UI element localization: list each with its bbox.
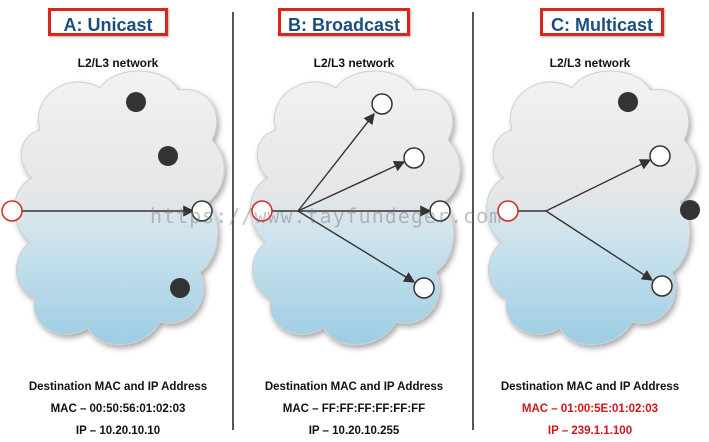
receiver-node [651, 275, 673, 297]
panel-broadcast: B: Broadcast L2/L3 network Destination M… [236, 0, 472, 437]
destination-info: Destination MAC and IP Address MAC – FF:… [236, 376, 472, 442]
panel-multicast: C: Multicast L2/L3 network Destination M… [472, 0, 708, 437]
receiver-node [649, 145, 671, 167]
destination-heading: Destination MAC and IP Address [264, 381, 444, 393]
receiver-node [429, 200, 451, 222]
watermark: https://www.tayfundeger.com [150, 204, 503, 228]
source-node [497, 200, 519, 222]
multicast-arrow [545, 210, 654, 281]
destination-info: Destination MAC and IP Address MAC – 01:… [472, 376, 708, 442]
ip-address: IP – 10.20.10.255 [308, 425, 400, 437]
ip-address: IP – 10.20.10.10 [75, 425, 161, 437]
panel-unicast: A: Unicast L2/L3 network Destination MAC… [0, 0, 236, 437]
idle-node [170, 278, 190, 298]
mac-address: MAC – FF:FF:FF:FF:FF:FF [282, 403, 426, 415]
source-node [1, 200, 23, 222]
panel-title: B: Broadcast [278, 8, 410, 36]
network-cloud [250, 70, 461, 346]
destination-info: Destination MAC and IP Address MAC – 00:… [0, 376, 236, 442]
panel-divider [472, 12, 474, 430]
source-node [251, 200, 273, 222]
panel-divider [232, 12, 234, 430]
network-label: L2/L3 network [313, 56, 395, 70]
panel-title: A: Unicast [48, 8, 168, 36]
idle-node [680, 200, 700, 220]
broadcast-arrow [297, 161, 406, 212]
network-cloud [1, 70, 225, 346]
network-label: L2/L3 network [77, 56, 159, 70]
broadcast-arrow [297, 112, 375, 212]
destination-heading: Destination MAC and IP Address [500, 381, 680, 393]
idle-node [618, 92, 638, 112]
destination-heading: Destination MAC and IP Address [28, 381, 208, 393]
idle-node [126, 92, 146, 112]
receiver-node [403, 147, 425, 169]
multicast-arrow [545, 159, 652, 212]
network-cloud [486, 70, 700, 346]
receiver-node [191, 200, 213, 222]
ip-address: IP – 239.1.1.100 [547, 425, 633, 437]
receiver-node [371, 93, 393, 115]
broadcast-arrow [297, 210, 416, 283]
network-label: L2/L3 network [549, 56, 631, 70]
panel-title: C: Multicast [540, 8, 664, 36]
receiver-node [413, 277, 435, 299]
mac-address: MAC – 01:00:5E:01:02:03 [521, 403, 659, 415]
mac-address: MAC – 00:50:56:01:02:03 [50, 403, 186, 415]
cloud-shape [14, 70, 225, 346]
idle-node [158, 146, 178, 166]
